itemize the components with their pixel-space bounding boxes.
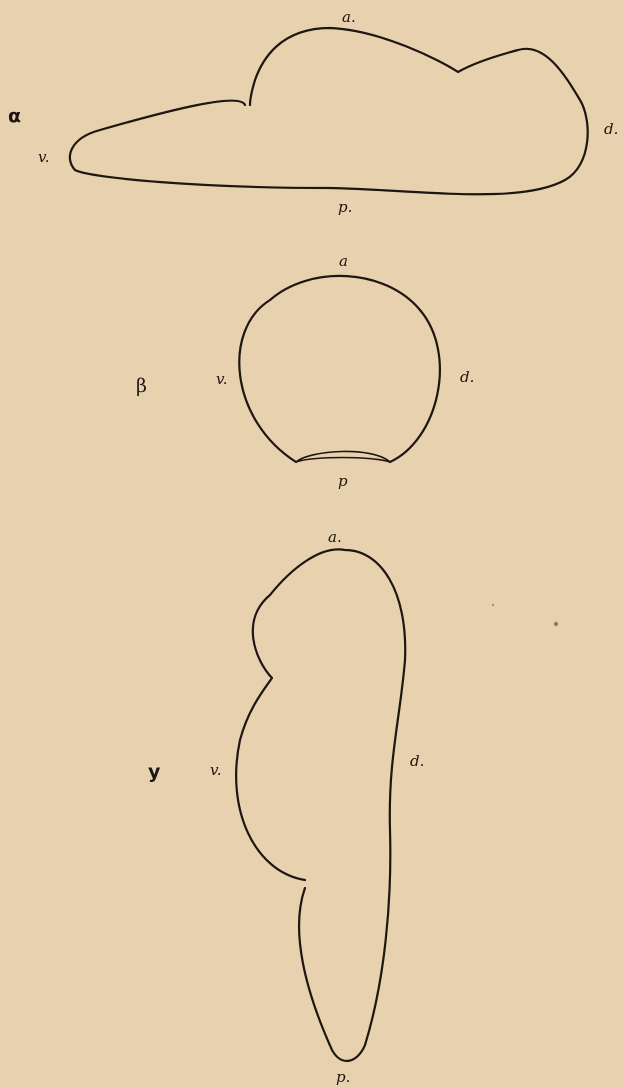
alpha-figure-label: α — [8, 105, 21, 127]
figure-beta: β a d. p v. — [136, 252, 474, 490]
beta-figure-label: β — [136, 375, 147, 397]
beta-blastopore-lip — [296, 451, 390, 462]
gamma-label-dorsal: d. — [410, 752, 424, 770]
gamma-label-ventral: v. — [210, 761, 221, 779]
gamma-figure-label: y — [148, 761, 161, 783]
paper-speck-small — [492, 604, 494, 606]
figure-gamma: y a. d. p. v. — [148, 528, 424, 1086]
figure-alpha: α a. d. p. v. — [8, 8, 618, 216]
paper-speck — [554, 622, 558, 626]
beta-embryo-outline — [239, 276, 440, 462]
alpha-label-anterior: a. — [342, 8, 356, 26]
beta-label-anterior: a — [339, 252, 348, 270]
beta-label-posterior: p — [338, 472, 348, 490]
gamma-label-anterior: a. — [328, 528, 342, 546]
alpha-label-posterior: p. — [338, 198, 352, 216]
alpha-embryo-outline — [70, 28, 588, 194]
beta-label-dorsal: d. — [460, 368, 474, 386]
beta-label-ventral: v. — [216, 370, 227, 388]
gamma-label-posterior: p. — [336, 1068, 350, 1086]
alpha-label-dorsal: d. — [604, 120, 618, 138]
alpha-label-ventral: v. — [38, 148, 49, 166]
gamma-embryo-outline — [236, 549, 405, 1061]
